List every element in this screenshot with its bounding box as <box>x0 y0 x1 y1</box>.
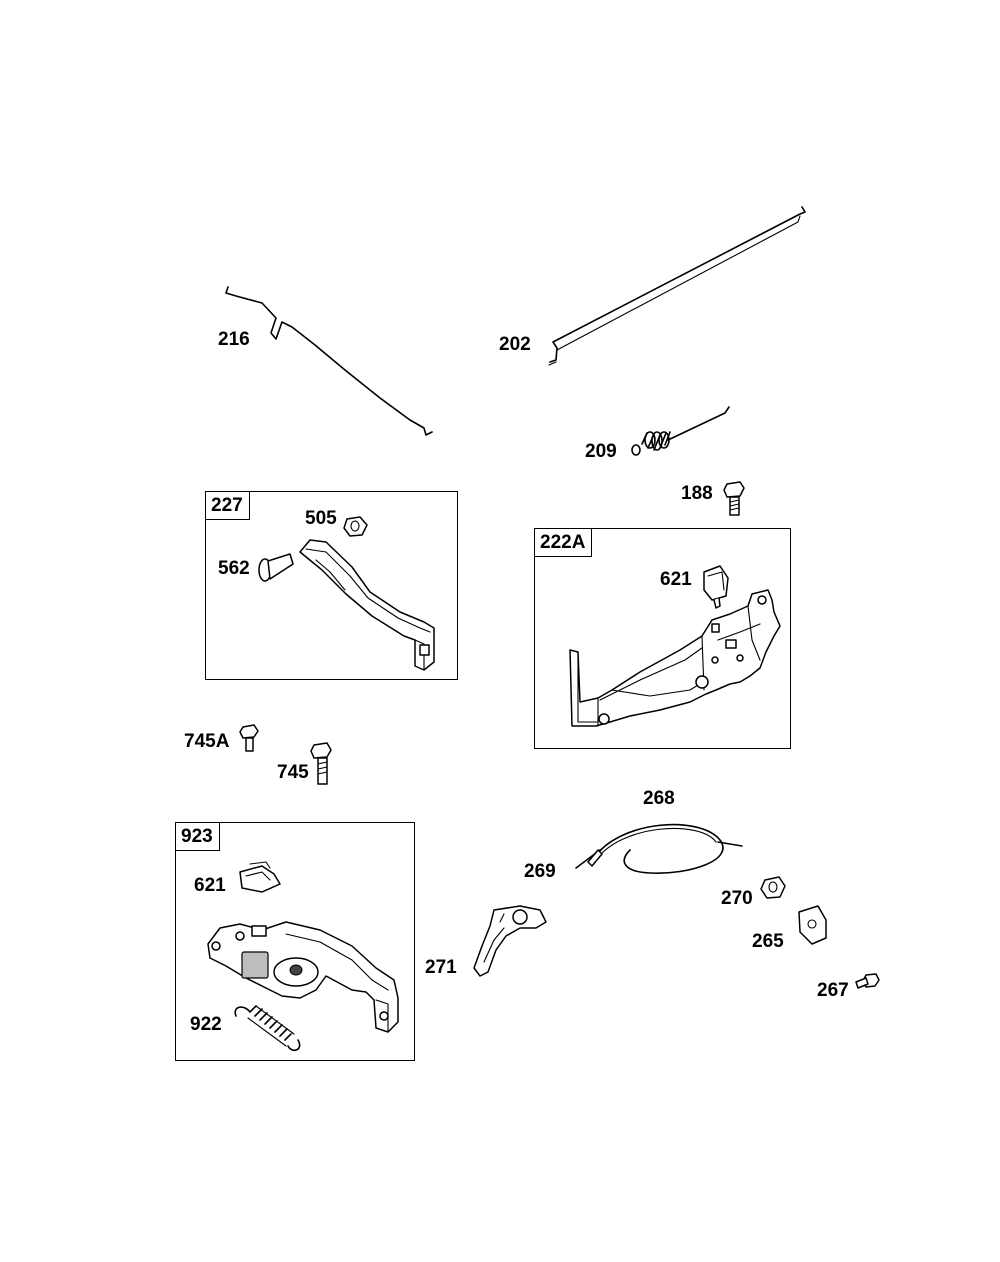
callout-505: 505 <box>305 508 337 529</box>
part-265-clip <box>798 905 827 945</box>
callout-271: 271 <box>425 957 457 978</box>
callout-209: 209 <box>585 441 617 462</box>
callout-745: 745 <box>277 762 309 783</box>
kit-box-923: 923 <box>175 822 415 1061</box>
part-188-bolt <box>723 481 745 516</box>
callout-270: 270 <box>721 888 753 909</box>
callout-268: 268 <box>643 788 675 809</box>
part-271-bracket <box>473 905 547 977</box>
callout-269: 269 <box>524 861 556 882</box>
part-227-lever <box>299 539 435 671</box>
kit-label-222a: 222A <box>535 529 593 557</box>
part-202-rod <box>548 206 806 366</box>
part-621-clip-top <box>703 565 729 609</box>
part-922-spring <box>234 1005 301 1052</box>
kit-label-227: 227 <box>206 492 250 520</box>
kit-box-227: 227 <box>205 491 458 680</box>
callout-267: 267 <box>817 980 849 1001</box>
part-621-clip-bottom <box>239 861 281 893</box>
callout-265: 265 <box>752 931 784 952</box>
part-505-nut <box>343 516 368 537</box>
kit-label-923: 923 <box>176 823 220 851</box>
callout-745a: 745A <box>184 731 230 752</box>
part-923-lever <box>207 921 399 1033</box>
callout-922: 922 <box>190 1014 222 1035</box>
kit-box-222a: 222A <box>534 528 791 749</box>
part-268-cable <box>575 823 743 874</box>
callout-621-top: 621 <box>660 569 692 590</box>
part-267-screw <box>855 973 880 989</box>
callout-202: 202 <box>499 334 531 355</box>
callout-562: 562 <box>218 558 250 579</box>
part-745-bolt <box>310 742 332 785</box>
part-562-pin <box>258 553 294 582</box>
callout-188: 188 <box>681 483 713 504</box>
part-222a-bracket <box>569 589 781 727</box>
callout-621-bottom: 621 <box>194 875 226 896</box>
part-216-link <box>225 286 433 436</box>
part-270-nut <box>760 876 786 899</box>
part-745a-bolt <box>239 724 259 752</box>
callout-216: 216 <box>218 329 250 350</box>
part-209-spring <box>631 406 730 456</box>
